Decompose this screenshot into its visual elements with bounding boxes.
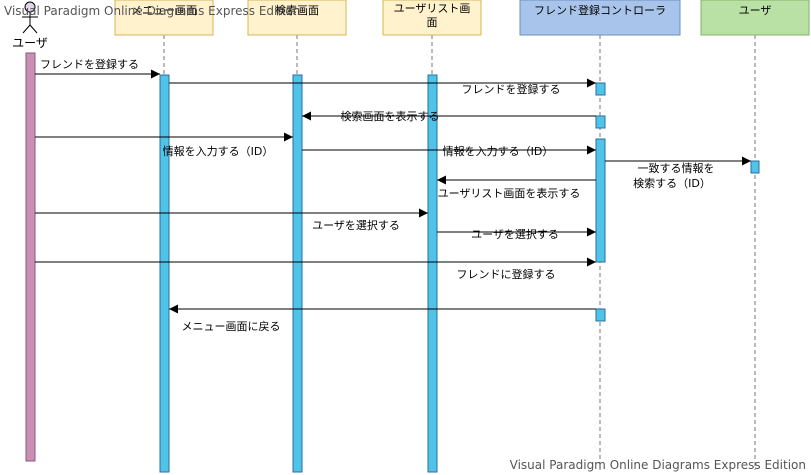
- svg-text:メニュー画面に戻る: メニュー画面に戻る: [182, 320, 281, 333]
- lifeline-header-controller[interactable]: フレンド登録コントローラ: [519, 0, 681, 36]
- svg-text:ユーザを選択する: ユーザを選択する: [312, 218, 400, 232]
- svg-text:フレンドを登録する: フレンドを登録する: [462, 82, 561, 96]
- message-m1[interactable]: フレンドを登録する: [35, 57, 160, 79]
- svg-text:検索する（ID）: 検索する（ID）: [633, 176, 711, 190]
- activation-search: [292, 74, 303, 473]
- actor-leg-left: [22, 24, 31, 34]
- svg-text:フレンドに登録する: フレンドに登録する: [457, 267, 556, 281]
- svg-text:ユーザリスト画面を表示する: ユーザリスト画面を表示する: [438, 186, 581, 200]
- activation-user: [750, 160, 760, 174]
- svg-text:一致する情報を: 一致する情報を: [638, 161, 715, 175]
- lifeline-header-user[interactable]: ユーザ: [700, 0, 810, 36]
- svg-text:フレンドを登録する: フレンドを登録する: [40, 57, 139, 71]
- message-m9[interactable]: ユーザを選択する: [437, 227, 596, 241]
- activation-actor: [25, 52, 36, 462]
- actor-name: ユーザ: [12, 36, 48, 50]
- message-m3[interactable]: 検索画面を表示する: [302, 109, 596, 123]
- watermark-bottom: Visual Paradigm Online Diagrams Express …: [510, 458, 806, 472]
- activation-controller-4: [595, 308, 606, 322]
- activation-userlist: [427, 74, 438, 473]
- svg-text:検索画面: 検索画面: [275, 3, 319, 17]
- svg-text:ユーザ: ユーザ: [739, 4, 772, 17]
- svg-text:ユーザリスト画: ユーザリスト画: [394, 2, 471, 15]
- message-m10[interactable]: フレンドに登録する: [35, 257, 596, 281]
- message-m8[interactable]: ユーザを選択する: [35, 208, 428, 232]
- lifeline-header-menu[interactable]: メニュー画面: [114, 0, 214, 36]
- activation-menu: [159, 74, 170, 473]
- activation-controller-1: [595, 82, 606, 96]
- message-m2[interactable]: フレンドを登録する: [169, 78, 596, 96]
- actor-figure[interactable]: [22, 1, 38, 34]
- svg-text:フレンド登録コントローラ: フレンド登録コントローラ: [534, 3, 666, 17]
- svg-text:検索画面を表示する: 検索画面を表示する: [341, 109, 440, 123]
- message-m11[interactable]: メニュー画面に戻る: [169, 304, 596, 333]
- svg-text:情報を入力する（ID）: 情報を入力する（ID）: [443, 145, 554, 158]
- message-m7[interactable]: ユーザリスト画面を表示する: [437, 175, 596, 200]
- activation-controller-2: [595, 115, 606, 129]
- watermark-top: Visual Paradigm Online Diagrams Express …: [4, 4, 300, 18]
- svg-text:ユーザを選択する: ユーザを選択する: [471, 227, 559, 241]
- lifeline-header-search[interactable]: 検索画面: [247, 0, 347, 36]
- svg-text:情報を入力する（ID）: 情報を入力する（ID）: [163, 145, 274, 158]
- message-m6[interactable]: 一致する情報を 検索する（ID）: [605, 156, 751, 190]
- activation-controller-3: [595, 138, 606, 263]
- svg-text:面: 面: [427, 16, 438, 29]
- lifeline-header-userlist[interactable]: ユーザリスト画 面: [382, 0, 482, 36]
- svg-text:メニュー画面: メニュー画面: [131, 4, 197, 17]
- actor-leg-right: [29, 24, 38, 34]
- message-m4[interactable]: 情報を入力する（ID）: [35, 132, 293, 158]
- message-m5[interactable]: 情報を入力する（ID）: [302, 145, 596, 158]
